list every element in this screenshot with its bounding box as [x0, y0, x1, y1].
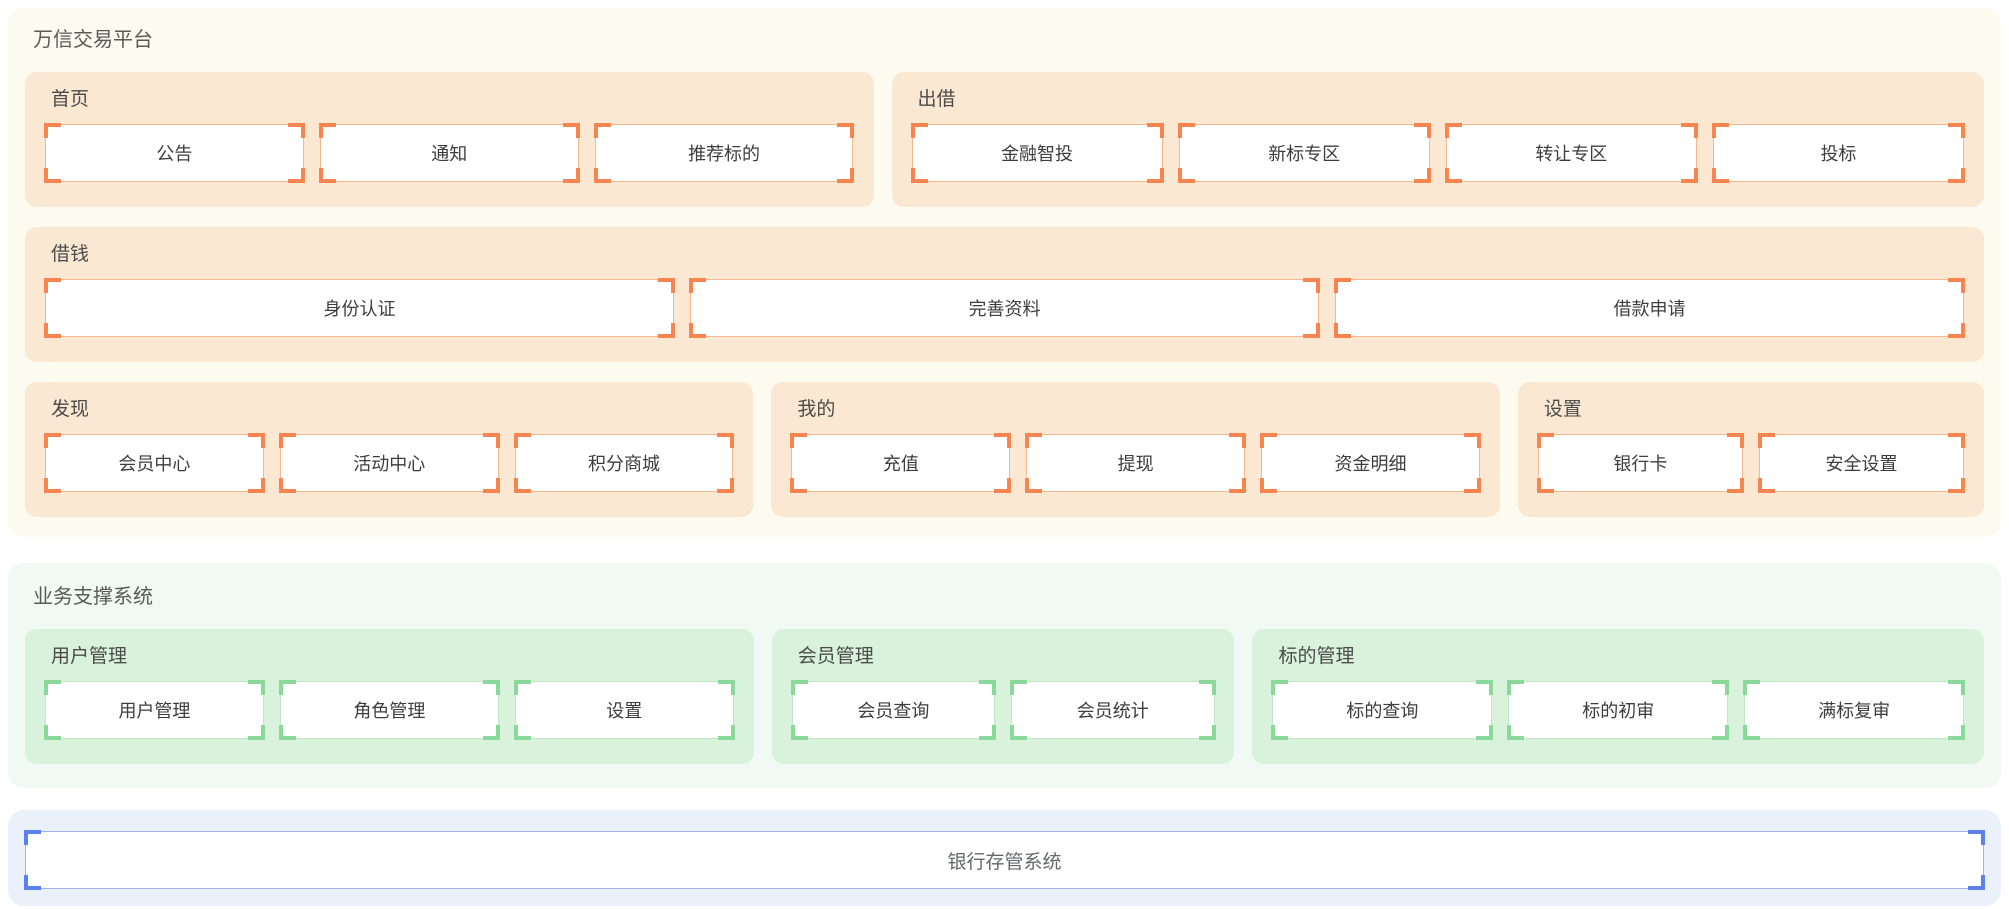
- group-label: 会员管理: [797, 646, 874, 667]
- group-label: 出借: [917, 89, 956, 110]
- box-label: 通知: [431, 140, 467, 166]
- group-boxes: 银行存管系统: [24, 830, 1985, 889]
- box-label: 设置: [606, 697, 642, 723]
- group-boxes: 身份认证 完善资料 借款申请: [44, 278, 1965, 337]
- box-label: 银行存管系统: [947, 847, 1061, 874]
- group-settings: 设置 银行卡 安全设置: [1517, 382, 1984, 517]
- box-label: 安全设置: [1825, 450, 1897, 476]
- box-label: 身份认证: [324, 295, 396, 321]
- box-bid[interactable]: 投标: [1711, 123, 1966, 182]
- group-label: 标的管理: [1278, 646, 1355, 667]
- group-label: 设置: [1543, 399, 1582, 420]
- group-label: 发现: [51, 399, 90, 420]
- box-label: 提现: [1118, 450, 1154, 476]
- box-label: 用户管理: [118, 697, 190, 723]
- box-label: 投标: [1820, 140, 1856, 166]
- box-role-management[interactable]: 角色管理: [278, 680, 500, 739]
- box-recommended-loans[interactable]: 推荐标的: [593, 123, 855, 182]
- box-security-settings[interactable]: 安全设置: [1757, 433, 1966, 492]
- box-label: 新标专区: [1268, 140, 1340, 166]
- group-bank: 银行存管系统: [24, 830, 1985, 889]
- group-boxes: 标的查询 标的初审 满标复审: [1271, 680, 1965, 739]
- box-label: 借款申请: [1614, 295, 1686, 321]
- box-transfer-zone[interactable]: 转让专区: [1444, 123, 1699, 182]
- group-label: 首页: [51, 89, 90, 110]
- box-label: 转让专区: [1535, 140, 1607, 166]
- group-label: 借钱: [51, 244, 90, 265]
- box-loan-first-review[interactable]: 标的初审: [1507, 680, 1730, 739]
- box-label: 资金明细: [1334, 450, 1406, 476]
- box-loan-application[interactable]: 借款申请: [1334, 278, 1965, 337]
- group-boxes: 会员中心 活动中心 积分商城: [44, 433, 735, 492]
- box-label: 金融智投: [1001, 140, 1073, 166]
- section-rows: 银行存管系统: [24, 830, 1985, 889]
- box-label: 会员查询: [857, 697, 929, 723]
- group-row: 借钱 身份认证 完善资料 借款申请: [25, 227, 1984, 362]
- box-bank-card[interactable]: 银行卡: [1536, 433, 1745, 492]
- group-discover: 发现 会员中心 活动中心 积分商城: [25, 382, 754, 517]
- box-label: 完善资料: [969, 295, 1041, 321]
- box-label: 满标复审: [1818, 697, 1890, 723]
- group-boxes: 金融智投 新标专区 转让专区 投标: [910, 123, 1966, 182]
- box-label: 会员统计: [1077, 697, 1149, 723]
- box-new-loan-zone[interactable]: 新标专区: [1177, 123, 1431, 182]
- box-member-stats[interactable]: 会员统计: [1010, 680, 1216, 739]
- group-boxes: 银行卡 安全设置: [1536, 433, 1966, 492]
- section-title: 万信交易平台: [33, 29, 153, 51]
- box-recharge[interactable]: 充值: [790, 433, 1012, 492]
- box-label: 角色管理: [353, 697, 425, 723]
- box-label: 充值: [883, 450, 919, 476]
- box-loan-query[interactable]: 标的查询: [1271, 680, 1494, 739]
- box-member-query[interactable]: 会员查询: [790, 680, 997, 739]
- box-label: 标的查询: [1346, 697, 1418, 723]
- section-trade-platform: 万信交易平台 首页 公告 通知 推荐标的 出借 金融智投 新标专区 转让专区 投…: [8, 8, 2001, 537]
- group-boxes: 公告 通知 推荐标的: [44, 123, 855, 182]
- group-borrow: 借钱 身份认证 完善资料 借款申请: [25, 227, 1984, 362]
- group-row: 发现 会员中心 活动中心 积分商城 我的 充值 提现 资金明细 设置 银行卡 安…: [25, 382, 1984, 517]
- section-rows: 用户管理 用户管理 角色管理 设置 会员管理 会员查询 会员统计 标的管理 标的…: [25, 629, 1984, 764]
- section-title: 业务支撑系统: [33, 586, 153, 608]
- box-label: 积分商城: [588, 450, 660, 476]
- box-announcement[interactable]: 公告: [44, 123, 305, 182]
- box-member-center[interactable]: 会员中心: [44, 433, 265, 492]
- box-funds-detail[interactable]: 资金明细: [1260, 433, 1481, 492]
- section-support-system: 业务支撑系统 用户管理 用户管理 角色管理 设置 会员管理 会员查询 会员统计 …: [8, 563, 2001, 788]
- group-mine: 我的 充值 提现 资金明细: [771, 382, 1500, 517]
- box-complete-profile[interactable]: 完善资料: [689, 278, 1320, 337]
- group-boxes: 会员查询 会员统计: [790, 680, 1216, 739]
- group-label: 用户管理: [51, 646, 128, 667]
- diagram-root: 万信交易平台 首页 公告 通知 推荐标的 出借 金融智投 新标专区 转让专区 投…: [0, 8, 2009, 906]
- group-user-management: 用户管理 用户管理 角色管理 设置: [25, 629, 754, 764]
- box-activity-center[interactable]: 活动中心: [278, 433, 500, 492]
- box-label: 会员中心: [118, 450, 190, 476]
- group-row: 首页 公告 通知 推荐标的 出借 金融智投 新标专区 转让专区 投标: [25, 72, 1984, 207]
- section-rows: 首页 公告 通知 推荐标的 出借 金融智投 新标专区 转让专区 投标 借钱 身份…: [25, 72, 1984, 517]
- box-label: 活动中心: [353, 450, 425, 476]
- box-user-management[interactable]: 用户管理: [44, 680, 265, 739]
- group-row: 用户管理 用户管理 角色管理 设置 会员管理 会员查询 会员统计 标的管理 标的…: [25, 629, 1984, 764]
- box-points-mall[interactable]: 积分商城: [513, 433, 735, 492]
- group-label: 我的: [797, 399, 836, 420]
- box-identity-verification[interactable]: 身份认证: [44, 278, 675, 337]
- box-label: 标的初审: [1582, 697, 1654, 723]
- group-row: 银行存管系统: [24, 830, 1985, 889]
- box-settings[interactable]: 设置: [513, 680, 735, 739]
- group-loan-management: 标的管理 标的查询 标的初审 满标复审: [1252, 629, 1984, 764]
- group-lend: 出借 金融智投 新标专区 转让专区 投标: [891, 72, 1984, 207]
- box-smart-invest[interactable]: 金融智投: [910, 123, 1164, 182]
- box-label: 银行卡: [1613, 450, 1667, 476]
- box-full-loan-review[interactable]: 满标复审: [1743, 680, 1965, 739]
- group-boxes: 充值 提现 资金明细: [790, 433, 1481, 492]
- box-withdraw[interactable]: 提现: [1025, 433, 1246, 492]
- box-label: 公告: [156, 140, 192, 166]
- box-notice[interactable]: 通知: [318, 123, 580, 182]
- box-label: 推荐标的: [688, 140, 760, 166]
- group-home: 首页 公告 通知 推荐标的: [25, 72, 874, 207]
- group-member-management: 会员管理 会员查询 会员统计: [771, 629, 1235, 764]
- section-bank-depository: 银行存管系统: [8, 810, 2001, 906]
- box-bank-depository-system[interactable]: 银行存管系统: [24, 830, 1985, 889]
- group-boxes: 用户管理 角色管理 设置: [44, 680, 735, 739]
